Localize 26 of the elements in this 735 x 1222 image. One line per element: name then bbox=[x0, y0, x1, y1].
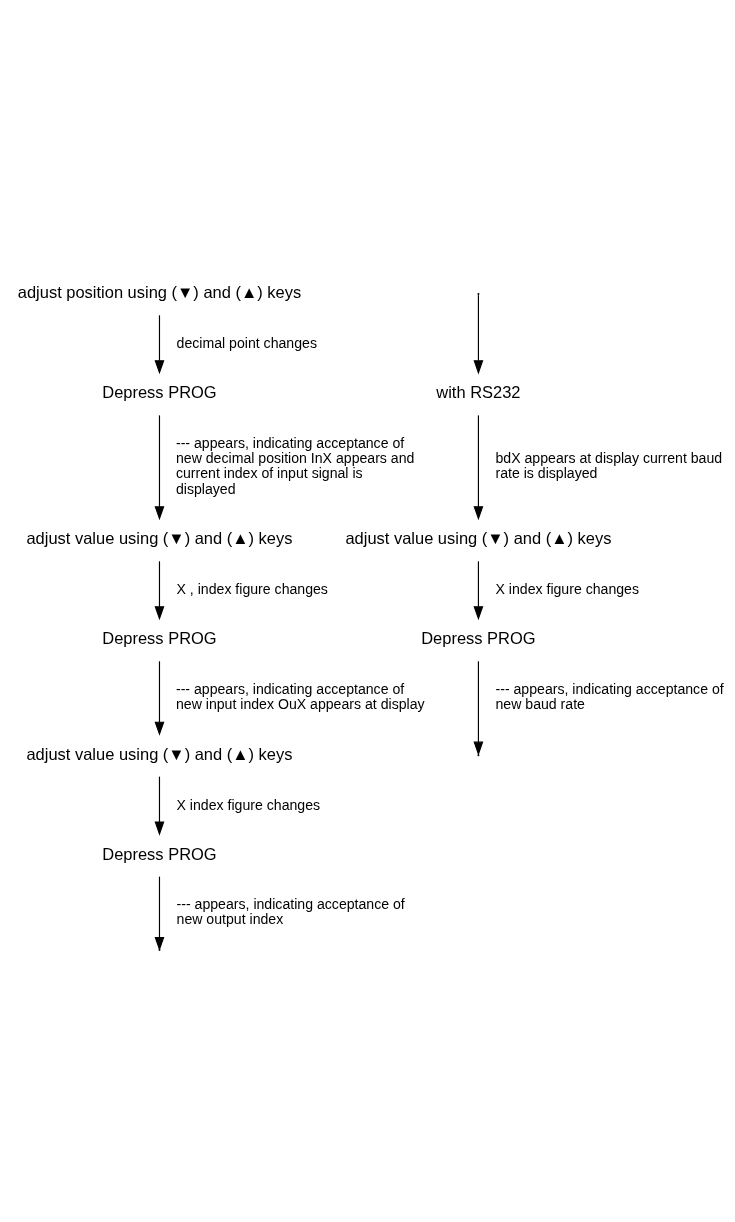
arrow bbox=[473, 294, 484, 374]
node-text: Depress PROG bbox=[421, 628, 536, 647]
arrow bbox=[154, 414, 165, 520]
node-text: adjust value using (▼) and (▲) keys bbox=[26, 528, 293, 547]
edge-label: X index figure changes bbox=[495, 580, 640, 597]
node-text: adjust value using (▼) and (▲) keys bbox=[26, 744, 293, 763]
arrow bbox=[154, 560, 165, 620]
node-text: adjust value using (▼) and (▲) keys bbox=[345, 528, 612, 547]
arrow bbox=[154, 660, 165, 736]
arrow bbox=[154, 314, 165, 374]
node-text: with RS232 bbox=[436, 382, 521, 401]
node-text: Depress PROG bbox=[102, 628, 217, 647]
node-text: Depress PROG bbox=[102, 844, 217, 863]
edge-label: X index figure changes bbox=[176, 796, 321, 813]
edge-label: --- appears, indicating acceptance of new decimal position InX appears and current index of input signal is displayed bbox=[175, 434, 415, 496]
edge-label: decimal point changes bbox=[176, 334, 317, 351]
edge-label: --- appears, indicating acceptance of new input index OuX appears at display bbox=[175, 680, 425, 712]
arrow bbox=[473, 560, 484, 620]
edge-label: X , index figure changes bbox=[176, 580, 328, 597]
arrow bbox=[154, 775, 165, 836]
arrow bbox=[473, 414, 484, 520]
edge-label: --- appears, indicating acceptance of new baud rate bbox=[495, 680, 724, 712]
edge-label: bdX appears at display current baud rate is displayed bbox=[495, 449, 723, 481]
edge-label: --- appears, indicating acceptance of new output index bbox=[176, 895, 405, 927]
node-text: adjust position using (▼) and (▲) keys bbox=[17, 282, 302, 301]
node-text: Depress PROG bbox=[102, 382, 217, 401]
